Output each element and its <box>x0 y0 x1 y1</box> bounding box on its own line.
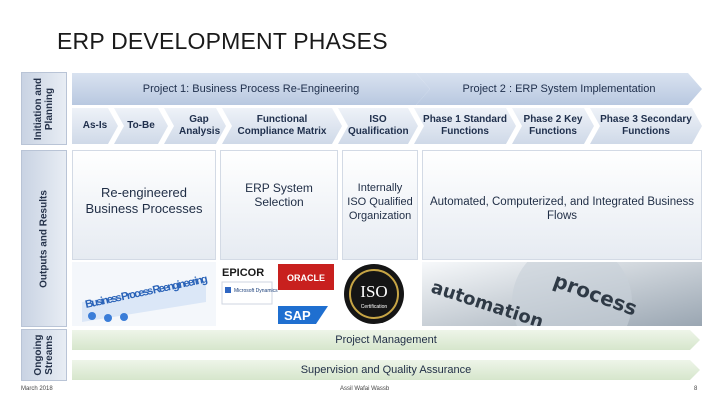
output-automated-flows: Automated, Computerized, and Integrated … <box>422 150 702 260</box>
step-to-be: To-Be <box>114 108 168 144</box>
footer-date: March 2018 <box>21 386 53 392</box>
footer-author: Assil Wafai Wassb <box>340 386 390 392</box>
stream-supervision-qa: Supervision and Quality Assurance <box>72 360 700 380</box>
output-erp-selection: ERP System Selection <box>220 150 338 260</box>
iso-image: ISO Certification <box>342 262 418 326</box>
step-gap-analysis: Gap Analysis <box>164 108 226 144</box>
row-label-initiation-text: Initiation and Planning <box>33 77 55 140</box>
oracle-logo: ORACLE <box>287 273 325 283</box>
iso-mark-text: ISO <box>360 282 387 301</box>
automation-graphic: automation process <box>422 242 702 362</box>
step-phase-3: Phase 3 Secondary Functions <box>590 108 702 144</box>
bpr-image: Business Process Reengineering <box>72 262 216 326</box>
step-gap-analysis-label: Gap Analysis <box>179 114 221 137</box>
epicor-logo: EPICOR <box>222 267 264 279</box>
project-2-label: Project 2 : ERP System Implementation <box>462 83 656 95</box>
output-iso-organization-text: Internally ISO Qualified Organization <box>347 182 413 222</box>
erp-logos-image: EPICOR ORACLE Microsoft Dynamics SAP <box>220 262 338 326</box>
step-iso-qualification-label: ISO Qualification <box>348 114 409 137</box>
row-label-ongoing: Ongoing Streams <box>21 329 67 381</box>
step-phase-2-label: Phase 2 Key Functions <box>523 114 583 137</box>
project-1-chevron: Project 1: Business Process Re-Engineeri… <box>72 73 430 105</box>
row-label-outputs: Outputs and Results <box>21 150 67 327</box>
stream-project-management: Project Management <box>72 330 700 350</box>
output-reengineered-processes: Re-engineered Business Processes <box>72 150 216 260</box>
automation-image: automation process <box>422 242 702 362</box>
erp-logos-graphic: EPICOR ORACLE Microsoft Dynamics SAP <box>221 264 334 324</box>
step-phase-1: Phase 1 Standard Functions <box>414 108 516 144</box>
row-label-ongoing-text: Ongoing Streams <box>33 334 55 376</box>
output-iso-organization: Internally ISO Qualified Organization <box>342 150 418 260</box>
row-label-initiation: Initiation and Planning <box>21 72 67 145</box>
footer-page-number: 8 <box>694 386 698 392</box>
project-2-chevron: Project 2 : ERP System Implementation <box>416 73 702 105</box>
output-reengineered-processes-text: Re-engineered Business Processes <box>85 185 203 216</box>
iso-graphic: ISO Certification <box>344 264 404 324</box>
step-iso-qualification: ISO Qualification <box>338 108 418 144</box>
bpr-graphic: Business Process Reengineering <box>72 262 216 326</box>
step-phase-2: Phase 2 Key Functions <box>512 108 594 144</box>
output-erp-selection-text: ERP System Selection <box>245 181 313 209</box>
slide-title: ERP DEVELOPMENT PHASES <box>57 28 388 54</box>
step-functional-compliance-label: Functional Compliance Matrix <box>237 114 327 137</box>
iso-cert-text: Certification <box>361 304 388 310</box>
stream-supervision-qa-label: Supervision and Quality Assurance <box>300 364 472 376</box>
step-phase-3-label: Phase 3 Secondary Functions <box>600 114 692 137</box>
step-phase-1-label: Phase 1 Standard Functions <box>423 114 507 137</box>
step-as-is-label: As-Is <box>82 120 108 131</box>
row-label-outputs-text: Outputs and Results <box>38 189 50 288</box>
ms-dynamics-logo: Microsoft Dynamics <box>234 288 278 294</box>
output-automated-flows-text: Automated, Computerized, and Integrated … <box>429 196 695 222</box>
sap-logo: SAP <box>284 308 311 323</box>
step-functional-compliance: Functional Compliance Matrix <box>222 108 342 144</box>
stream-project-management-label: Project Management <box>335 334 437 346</box>
step-as-is: As-Is <box>72 108 118 144</box>
project-1-label: Project 1: Business Process Re-Engineeri… <box>142 83 360 95</box>
step-to-be-label: To-Be <box>127 120 155 131</box>
